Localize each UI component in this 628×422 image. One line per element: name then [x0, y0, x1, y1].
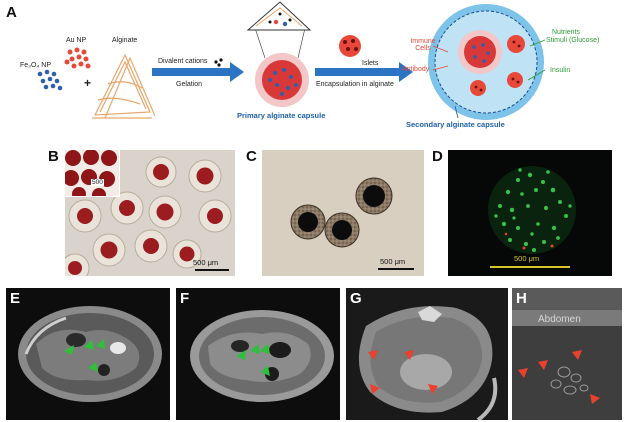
panel-b-inset: 500	[65, 150, 120, 197]
au-np-cluster	[64, 47, 91, 69]
zoom-inset-triangle	[246, 1, 312, 59]
fluorescent-cells	[488, 166, 576, 254]
panel-letter-g: G	[350, 290, 362, 307]
label-secondary-capsule: Secondary alginate capsule	[406, 120, 505, 129]
capsule-c3	[355, 177, 393, 215]
arrow-encapsulation	[315, 62, 413, 82]
panel-h-abdomen-label: Abdomen	[538, 314, 581, 325]
panel-letter-b: B	[48, 148, 59, 165]
panel-a: A	[0, 0, 628, 140]
capsule	[145, 156, 177, 188]
label-islets: Islets	[362, 60, 379, 67]
label-divalent-cations: Divalent cations	[158, 58, 208, 65]
label-fe3o4-np: Fe₃O₄ NP	[20, 62, 51, 69]
panel-c-scale-bar	[378, 268, 414, 270]
secondary-capsule	[428, 4, 544, 120]
panel-h-ultrasound: H Abdomen	[512, 288, 622, 420]
label-immune-cells: Immune Cells	[410, 38, 436, 52]
label-stimuli: Stimuli (Glucose)	[546, 37, 600, 44]
label-plus: +	[84, 76, 92, 90]
green-arrows	[64, 339, 105, 372]
capsule-c2	[324, 212, 360, 248]
label-gelation: Gelation	[176, 81, 203, 88]
panel-c-scale-label: 500 μm	[380, 257, 406, 266]
arrow-gelation	[152, 62, 244, 82]
panel-letter-d: D	[432, 148, 443, 165]
panel-b-scale-label: 500 μm	[193, 258, 219, 267]
label-insulin: Insulin	[550, 67, 571, 74]
fe3o4-np-cluster	[37, 69, 63, 91]
primary-capsule	[255, 53, 309, 107]
panel-f-mri: F	[176, 288, 340, 420]
panel-b-capsules	[65, 156, 232, 276]
red-arrows	[368, 350, 438, 394]
label-antibody: Antibody	[402, 66, 430, 73]
panel-c-capsule-photo: 500 μm	[262, 150, 424, 276]
panel-letter-e: E	[10, 290, 21, 307]
panel-letter-a: A	[6, 4, 17, 21]
green-arrows	[236, 344, 270, 376]
label-primary-capsule: Primary alginate capsule	[237, 111, 326, 120]
panel-e-mri: E	[6, 288, 170, 420]
label-encapsulation: Encapsulation in alginate	[316, 81, 394, 88]
capsule-c1	[290, 204, 326, 240]
panel-d-scale-bar	[490, 266, 570, 268]
alginate-strands	[92, 53, 156, 119]
panel-b-scale-bar	[195, 269, 229, 271]
label-au-np: Au NP	[66, 37, 87, 44]
panel-b-capsule-photo: 500 500 μm	[65, 150, 235, 276]
panel-a-schematic	[37, 1, 546, 120]
label-nutrients: Nutrients	[552, 29, 581, 36]
panel-b-inset-scale-label: 500	[91, 179, 104, 186]
panel-letter-h: H	[516, 290, 527, 307]
panel-d-scale-label: 500 μm	[514, 254, 540, 263]
label-alginate: Alginate	[112, 37, 138, 44]
panel-d-fluorescence: 500 μm	[448, 150, 612, 276]
panel-letter-c: C	[246, 148, 257, 165]
red-arrows	[518, 350, 600, 404]
panel-letter-f: F	[180, 290, 190, 307]
islet-cluster	[339, 35, 361, 57]
panel-g-ct: G	[346, 288, 508, 420]
